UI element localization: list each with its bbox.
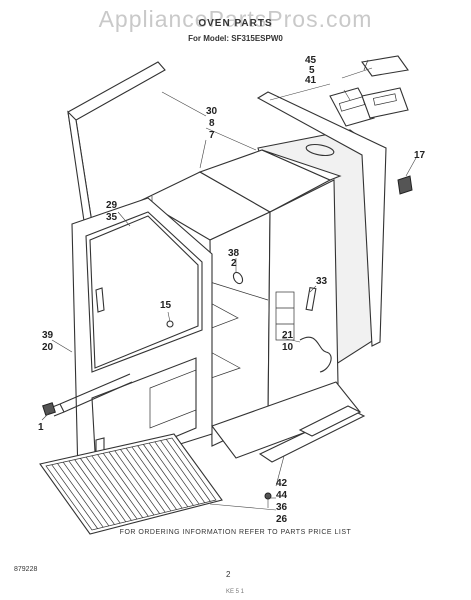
oven-rack-wires [51, 439, 211, 529]
rack-wire [85, 456, 132, 521]
rack-wire [80, 458, 127, 523]
rack-wire [131, 446, 177, 510]
rack-wire [108, 451, 155, 516]
watermark-text: AppliancePartsPros.com [98, 6, 373, 32]
document-number: 879228 [14, 566, 38, 573]
rack-wire [97, 454, 144, 518]
callout-17: 17 [414, 150, 426, 161]
rack-wire [102, 453, 149, 517]
callout-20: 20 [42, 342, 54, 353]
callout-41: 41 [305, 75, 317, 86]
callout-21: 21 [282, 330, 294, 341]
rack-wire [165, 439, 211, 502]
rack-wire [51, 464, 98, 529]
rack-wire [57, 463, 104, 528]
rack-wire [160, 440, 206, 503]
rack-wire [74, 459, 121, 524]
rack-wire [68, 460, 115, 525]
front-frame [71, 197, 213, 477]
callout-5: 5 [309, 65, 315, 76]
callout-10: 10 [282, 342, 294, 353]
callout-2: 2 [231, 258, 237, 269]
rack-wire [143, 444, 189, 508]
rack-wire [114, 450, 160, 514]
vent-brackets [329, 55, 409, 127]
wire-harness [299, 287, 332, 373]
callout-8: 8 [209, 118, 215, 129]
rack-wire [148, 442, 194, 506]
rack-wire [137, 445, 183, 509]
callout-39: 39 [42, 330, 54, 341]
callout-35: 35 [106, 212, 118, 223]
bottom-rails [211, 381, 366, 508]
callout-33: 33 [316, 276, 328, 287]
rack-wire [120, 449, 166, 513]
page-title: OVEN PARTS [198, 18, 273, 29]
ordering-note: FOR ORDERING INFORMATION REFER TO PARTS … [119, 529, 352, 536]
page-number: 2 [226, 570, 231, 579]
callout-30: 30 [206, 106, 218, 117]
callout-42: 42 [276, 478, 288, 489]
rack-wire [91, 455, 138, 520]
callout-26: 26 [276, 514, 288, 525]
oven-rack [39, 433, 223, 535]
leader-lines [41, 67, 417, 511]
callout-45: 45 [305, 55, 317, 66]
callout-29: 29 [106, 200, 118, 211]
model-line: For Model: SF315ESPW0 [188, 34, 283, 43]
rack-wire [125, 447, 172, 512]
callout-15: 15 [160, 300, 172, 311]
oven-cavity [109, 149, 342, 447]
callout-38: 38 [228, 248, 240, 259]
callout-7: 7 [209, 130, 215, 141]
callout-44: 44 [276, 490, 288, 501]
bottom-mark: KE 5 1 [226, 589, 245, 595]
callout-36: 36 [276, 502, 288, 513]
broil-element [42, 373, 133, 417]
rack-wire [154, 441, 200, 505]
rack-wire [62, 461, 110, 527]
callout-1: 1 [38, 422, 44, 433]
